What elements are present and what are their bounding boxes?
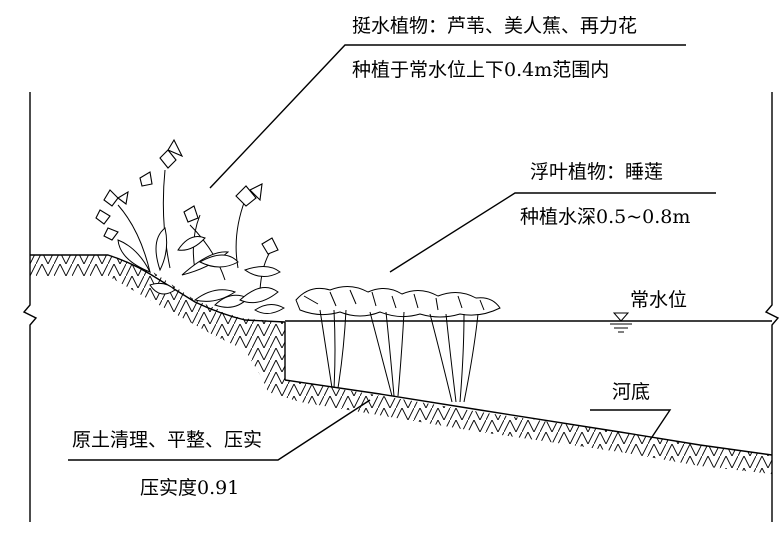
emergent-plants	[95, 138, 285, 314]
leader-lines	[68, 44, 716, 461]
water-level-label: 常水位	[630, 289, 687, 311]
water-level-symbol	[610, 312, 632, 333]
floating-plants-note: 种植水深0.5~0.8m	[520, 206, 690, 228]
emergent-plants-note: 种植于常水位上下0.4m范围内	[352, 59, 609, 81]
compaction-label: 压实度0.91	[140, 477, 239, 499]
water-lilies	[295, 286, 501, 403]
soil-treatment-label: 原土清理、平整、压实	[72, 429, 262, 451]
riverbed-label: 河底	[612, 381, 650, 403]
emergent-plants-title: 挺水植物：芦苇、美人蕉、再力花	[352, 15, 637, 37]
floating-plants-title: 浮叶植物：睡莲	[530, 161, 663, 183]
